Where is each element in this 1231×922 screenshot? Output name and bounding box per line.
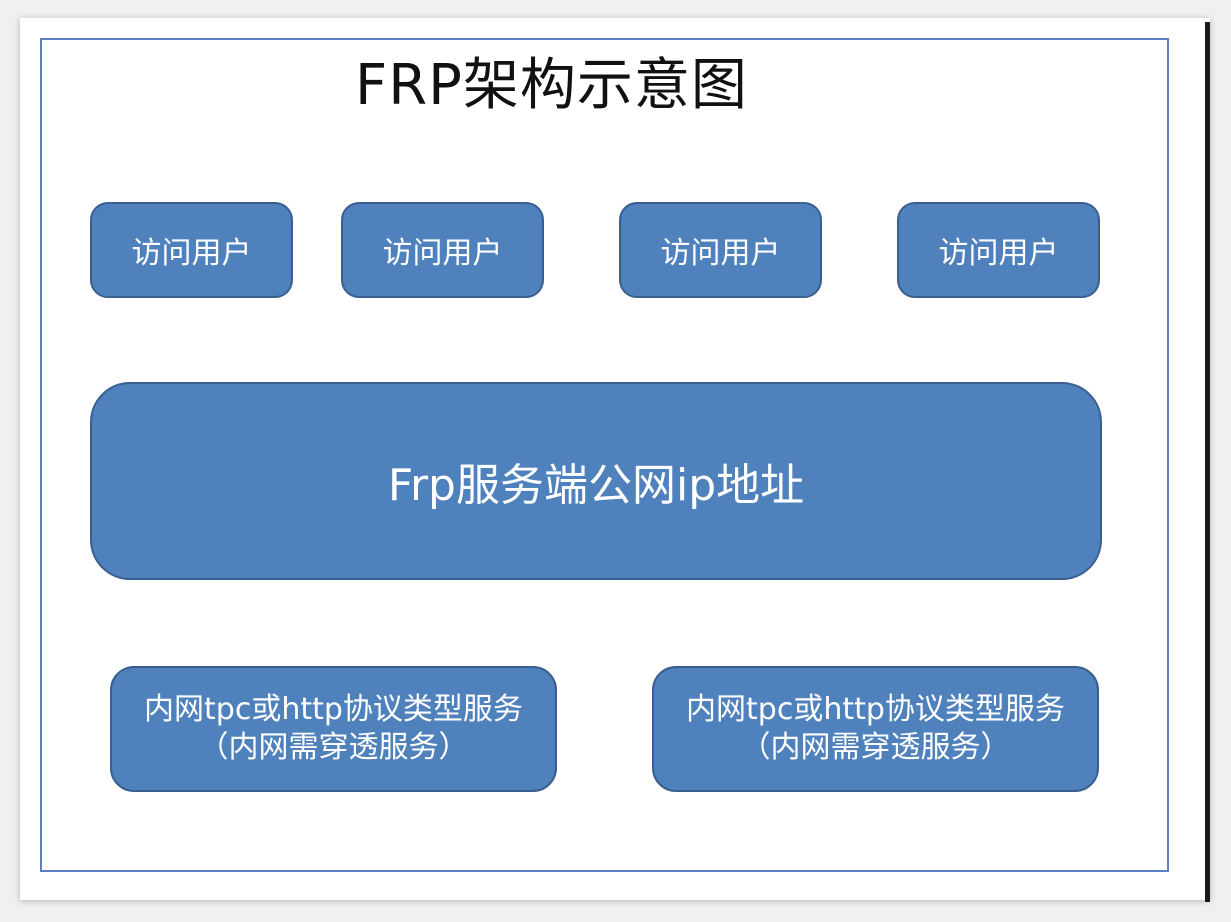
visitor-user-box-2: 访问用户 [341, 202, 544, 298]
visitor-user-box-4: 访问用户 [897, 202, 1100, 298]
frp-server-label: Frp服务端公网ip地址 [387, 460, 805, 511]
visitor-user-label: 访问用户 [660, 236, 781, 271]
intranet-service-box-2: 内网tpc或http协议类型服务 （内网需穿透服务） [652, 666, 1099, 792]
visitor-user-label: 访问用户 [938, 236, 1059, 271]
frp-server-box: Frp服务端公网ip地址 [90, 382, 1102, 580]
visitor-user-label: 访问用户 [131, 236, 252, 271]
intranet-service-label: 内网tpc或http协议类型服务 [144, 692, 523, 727]
page-edge-shadow [1205, 22, 1210, 902]
visitor-user-box-3: 访问用户 [619, 202, 822, 298]
intranet-service-label: 内网tpc或http协议类型服务 [686, 692, 1065, 727]
visitor-user-box-1: 访问用户 [90, 202, 293, 298]
intranet-service-box-1: 内网tpc或http协议类型服务 （内网需穿透服务） [110, 666, 557, 792]
intranet-service-note: （内网需穿透服务） [198, 730, 469, 765]
intranet-service-note: （内网需穿透服务） [740, 730, 1011, 765]
visitor-user-label: 访问用户 [382, 236, 503, 271]
diagram-title: FRP架构示意图 [355, 53, 748, 118]
